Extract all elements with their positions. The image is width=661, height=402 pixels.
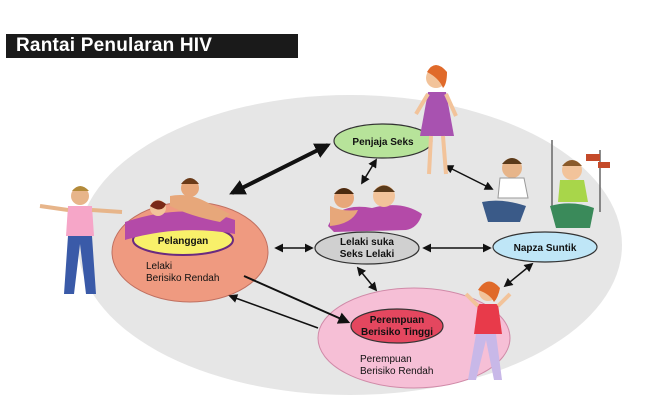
lsl-label-line1: Lelaki suka — [340, 237, 394, 248]
client-couple-figure — [125, 178, 235, 240]
lsl-node — [314, 231, 420, 265]
napza-suntik-label: Napza Suntik — [514, 243, 577, 254]
arrow-perempuan-rendah-to-lelaki — [228, 294, 319, 329]
perempuan-berisiko-rendah-label-line1: Perempuan — [360, 354, 412, 365]
arrow-napza-perempuan — [503, 262, 534, 288]
drug-injectors-figure — [482, 140, 610, 228]
msm-couple-figure — [328, 185, 422, 232]
penjaja-seks-label: Penjaja Seks — [352, 137, 414, 148]
perempuan-berisiko-tinggi-label-line1: Perempuan — [370, 315, 424, 326]
arrow-lsl-perempuan — [356, 266, 378, 292]
perempuan-berisiko-tinggi-node — [350, 308, 444, 344]
arrow-lelaki-to-perempuan-tinggi — [243, 275, 351, 324]
perempuan-berisiko-tinggi-label-line2: Berisiko Tinggi — [361, 327, 433, 338]
lelaki-berisiko-rendah-label-line1: Lelaki — [146, 261, 172, 272]
napza-suntik-node — [492, 231, 598, 263]
low-risk-man-figure — [39, 186, 123, 294]
arrow-penjaja-napza — [444, 165, 494, 190]
pelanggan-label: Pelanggan — [158, 236, 209, 247]
arrow-pelanggan-penjaja — [229, 143, 331, 195]
high-risk-woman-figure — [464, 281, 512, 380]
perempuan-berisiko-rendah-label-line2: Berisiko Rendah — [360, 366, 433, 377]
lelaki-berisiko-rendah-label-line2: Berisiko Rendah — [146, 273, 219, 284]
sex-worker-figure — [414, 65, 458, 175]
diagram-title: Rantai Penularan HIV — [6, 34, 298, 58]
lsl-label-line2: Seks Lelaki — [340, 249, 395, 260]
arrow-penjaja-lsl — [361, 158, 377, 185]
